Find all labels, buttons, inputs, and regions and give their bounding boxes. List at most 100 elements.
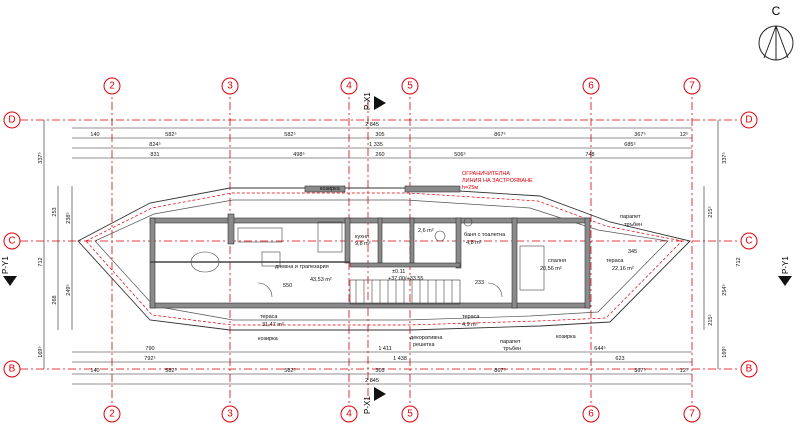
door-swing-2	[487, 282, 503, 298]
dim-left-2: 238⁵	[65, 212, 72, 223]
dim-233: 233	[475, 280, 484, 286]
dim-bot-r3-2: 582⁵	[284, 367, 295, 374]
section-arrow-top-icon	[374, 96, 386, 110]
svg-text:3: 3	[227, 409, 233, 420]
axis-C-left: C	[3, 232, 21, 250]
kitchen-area: 9,8 m²	[355, 241, 371, 247]
dim-top-r1-5: 367⁵	[634, 131, 645, 138]
dim-bot-overall: 2 845	[365, 378, 379, 384]
axis-3-top: 3	[221, 77, 239, 95]
dim-right-5: 169⁵	[721, 346, 728, 357]
section-label-top: P-X1	[363, 92, 372, 110]
dim-left-1: 253	[52, 207, 58, 216]
dim-top-r3-4: 748	[585, 152, 594, 158]
terrace-right-area: 22,16 m²	[612, 266, 634, 272]
axis-2-top: 2	[103, 77, 121, 95]
axis-bubbles-top: 2 3 4 5 6 7	[103, 77, 701, 95]
svg-text:C: C	[8, 236, 15, 247]
dim-top-r2-0: 824⁵	[149, 141, 160, 148]
dim-top-r2-1: 1 335	[369, 142, 383, 148]
dim-right-1: 215⁵	[707, 206, 714, 217]
axis-D-right: D	[740, 111, 758, 129]
dim-left-0: 337⁵	[37, 152, 44, 163]
dim-right-3: 254⁵	[721, 284, 728, 295]
sofa	[237, 227, 283, 243]
grating-1: декоративна	[410, 335, 443, 341]
svg-text:2: 2	[109, 409, 115, 420]
dim-right-4: 215⁵	[707, 314, 714, 325]
staircase	[349, 279, 461, 305]
axis-2-bottom: 2	[103, 405, 121, 423]
door-swing	[257, 282, 273, 298]
furniture	[190, 217, 545, 298]
dim-bot-r2-2: 623	[615, 356, 624, 362]
dim-right-2: 712	[736, 257, 742, 266]
parapet-bottom-2: тръбен	[503, 346, 521, 352]
dim-top-r1-1: 582⁵	[165, 131, 176, 138]
section-label-left: P-Y1	[1, 256, 10, 274]
dim-bot-r3-5: 367⁵	[634, 367, 645, 374]
dim-bot-r2-0: 792⁵	[144, 355, 155, 362]
stair-note: +37.00/+33.55	[388, 276, 423, 282]
dim-top-r1-3: 305	[375, 132, 384, 138]
dimensions-bottom: 790 1 411 644⁵ 792⁵ 1 438 623 140 582⁵ 5…	[72, 345, 692, 385]
dim-left-3: 712	[38, 257, 44, 266]
dim-left-6: 169⁵	[37, 346, 44, 357]
dim-bot-r3-4: 867⁵	[494, 367, 505, 374]
coffee-table	[261, 251, 281, 267]
axis-B-left: B	[3, 360, 21, 378]
dim-bot-r1-1: 1 411	[378, 346, 391, 352]
parapet-top-1: парапет	[620, 214, 641, 220]
axis-4-bottom: 4	[340, 405, 358, 423]
room-labels: дневна и трапезария 43,53 m² 550 кухня 9…	[260, 228, 637, 328]
dim-345: 345	[628, 249, 637, 255]
kozirka-right: козирка	[556, 334, 577, 340]
washbasin	[434, 230, 446, 242]
dim-left-4: 249⁵	[65, 284, 72, 295]
building-outline	[77, 187, 691, 331]
living-room-name: дневна и трапезария	[275, 264, 329, 270]
north-label: C	[772, 4, 781, 18]
axis-C-right: C	[740, 232, 758, 250]
svg-text:7: 7	[689, 81, 695, 92]
dimensions-right: 337⁵ 215⁵ 712 254⁵ 215⁵ 169⁵	[703, 120, 742, 369]
dim-bot-r3-6: 12⁵	[680, 367, 688, 374]
dimensions-left: 337⁵ 253 238⁵ 712 249⁵ 268 169⁵	[37, 120, 73, 369]
section-label-bottom: P-X1	[363, 396, 372, 414]
dim-top-r3-1: 498⁵	[293, 151, 304, 158]
dimensions-top: 2 845 140 582⁵ 582⁵ 305 867⁵ 367⁵ 12⁵ 82…	[72, 122, 692, 159]
dim-bot-r3-0: 140	[90, 368, 99, 374]
bath-area: 4,8 m²	[466, 240, 482, 246]
svg-text:6: 6	[588, 409, 594, 420]
dim-left-5: 268	[52, 295, 58, 304]
grating-2: решетка	[413, 342, 435, 348]
dim-top-r3-2: 260	[375, 152, 384, 158]
axis-bubbles-bottom: 2 3 4 5 6 7	[103, 405, 701, 423]
svg-text:D: D	[8, 115, 15, 126]
dim-bot-r2-1: 1 438	[393, 356, 407, 362]
terrace-right-name: тераса	[606, 258, 624, 264]
terrace-left-area: 31,47 m²	[262, 322, 284, 328]
parapet-top-2: тръбен	[624, 222, 642, 228]
axis-7-bottom: 7	[683, 405, 701, 423]
restriction-line-2: ЛИНИЯ НА ЗАСТРОЯВАНЕ	[462, 178, 533, 184]
dim-top-r3-3: 506⁵	[454, 151, 465, 158]
kozirka-mid: козирка	[320, 186, 341, 192]
annotations: ОГРАНИЧИТЕЛНА ЛИНИЯ НА ЗАСТРОЯВАНЕ h=25м…	[258, 171, 642, 352]
axis-6-bottom: 6	[582, 405, 600, 423]
dim-top-r1-2: 582⁵	[284, 131, 295, 138]
axis-bubbles-sides: D C B D C B	[3, 111, 758, 378]
terrace-mid-name: тераса	[462, 314, 480, 320]
bath-name: баня с тоалетна	[464, 232, 506, 238]
restriction-line-1: ОГРАНИЧИТЕЛНА	[462, 171, 510, 177]
dim-bot-r1-2: 644⁵	[594, 345, 605, 352]
axis-3-bottom: 3	[221, 405, 239, 423]
svg-text:B: B	[9, 364, 16, 375]
section-arrow-right-icon	[778, 276, 792, 286]
dim-bot-r1-0: 790	[145, 346, 154, 352]
north-arrow-icon: C	[758, 4, 794, 61]
axis-6-top: 6	[582, 77, 600, 95]
dim-top-overall: 2 845	[365, 122, 379, 128]
svg-text:5: 5	[407, 409, 413, 420]
svg-text:4: 4	[346, 409, 352, 420]
